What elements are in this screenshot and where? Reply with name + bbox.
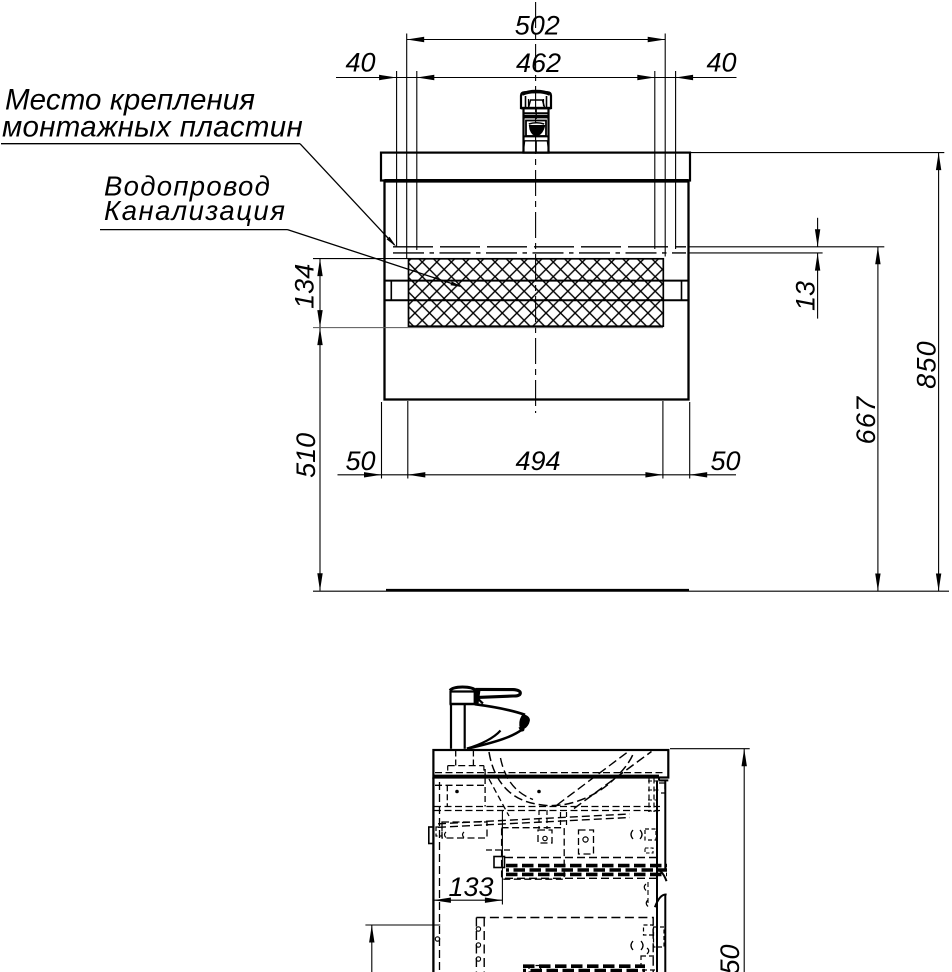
svg-text:40: 40: [706, 48, 736, 78]
svg-text:850: 850: [715, 944, 745, 972]
svg-text:13: 13: [791, 281, 821, 311]
svg-text:502: 502: [515, 11, 560, 41]
svg-text:462: 462: [516, 48, 561, 78]
svg-text:850: 850: [911, 340, 941, 389]
svg-text:510: 510: [291, 433, 321, 478]
svg-text:667: 667: [851, 396, 881, 445]
svg-text:134: 134: [290, 264, 320, 309]
svg-text:Место крепления: Место крепления: [5, 83, 255, 116]
svg-text:40: 40: [345, 48, 375, 78]
svg-text:133: 133: [448, 872, 493, 902]
svg-text:50: 50: [345, 446, 375, 476]
svg-text:Канализация: Канализация: [104, 195, 286, 226]
svg-text:50: 50: [710, 446, 740, 476]
svg-text:монтажных пластин: монтажных пластин: [2, 110, 303, 143]
svg-text:494: 494: [515, 446, 560, 476]
svg-text:Водопровод: Водопровод: [104, 170, 271, 201]
